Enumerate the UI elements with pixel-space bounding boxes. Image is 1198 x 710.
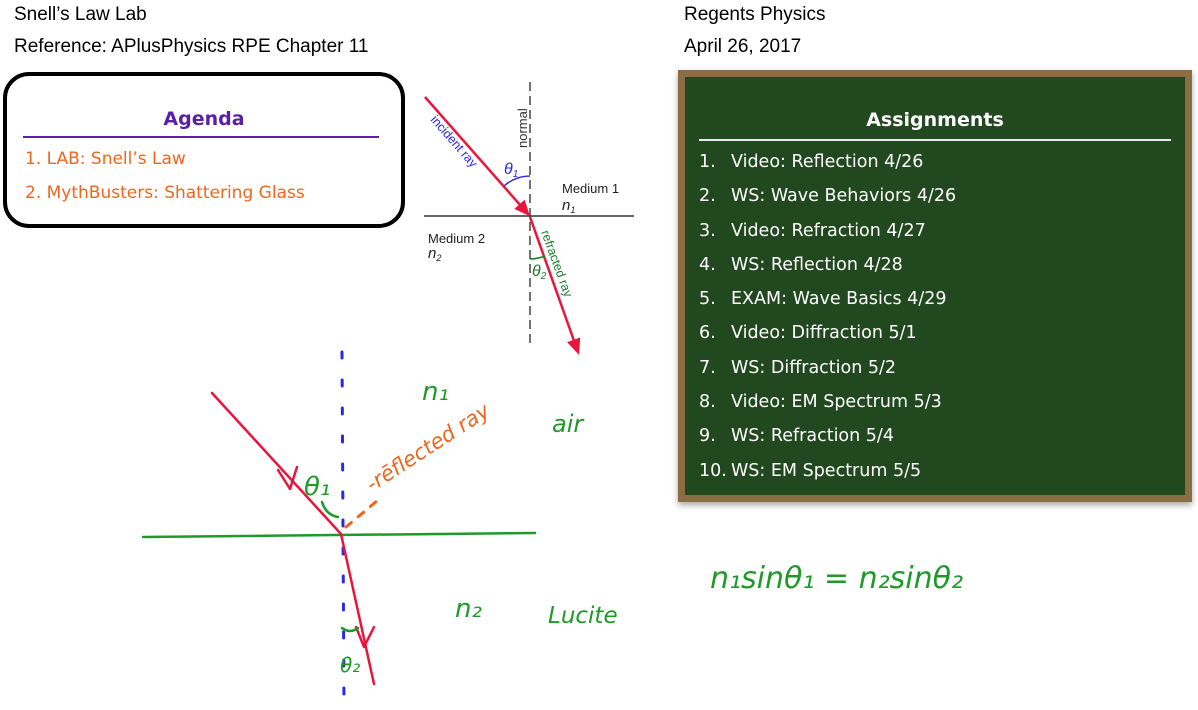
normal-label: normal bbox=[515, 108, 530, 148]
sketch-theta2-arc bbox=[340, 626, 360, 633]
agenda-box: Agenda 1. LAB: Snell’s Law 2. MythBuster… bbox=[3, 72, 405, 228]
date-text: April 26, 2017 bbox=[684, 36, 802, 57]
sketch-theta2-label: θ₂ bbox=[340, 653, 360, 677]
assignment-number: 1. bbox=[699, 152, 716, 172]
course-name: Regents Physics bbox=[684, 4, 826, 25]
assignment-item: 9. WS: Refraction 5/4 bbox=[699, 424, 956, 458]
assignment-number: 2. bbox=[699, 186, 716, 207]
agenda-item: 2. MythBusters: Shattering Glass bbox=[25, 183, 305, 203]
reference-text: Reference: APlusPhysics RPE Chapter 11 bbox=[14, 36, 369, 57]
assignment-item: 4. WS: Reflection 4/28 bbox=[699, 253, 956, 287]
assignment-text: WS: EM Spectrum 5/5 bbox=[731, 460, 922, 481]
n2-label: n2 bbox=[428, 245, 441, 263]
assignment-number: 9. bbox=[699, 426, 716, 447]
assignment-text: Video: Reflection 4/26 bbox=[731, 152, 924, 172]
assignment-number: 8. bbox=[699, 392, 716, 413]
assignment-text: Video: EM Spectrum 5/3 bbox=[731, 392, 942, 413]
assignment-item: 1. Video: Reflection 4/26 bbox=[699, 150, 956, 184]
theta2-label: θ2 bbox=[532, 263, 547, 282]
assignments-board: Assignments 1. Video: Reflection 4/26 2. W… bbox=[678, 70, 1192, 502]
sketch-reflected-ray bbox=[344, 498, 380, 529]
sketch-interface-line bbox=[141, 531, 537, 539]
snells-law-equation: n₁sinθ₁ = n₂sinθ₂ bbox=[710, 561, 963, 596]
lab-title: Snell’s Law Lab bbox=[14, 4, 147, 25]
theta2-arc bbox=[529, 255, 546, 260]
assignment-item: 5. EXAM: Wave Basics 4/29 bbox=[699, 287, 956, 321]
sketch-air-label: air bbox=[552, 410, 585, 438]
assignment-text: WS: Reflection 4/28 bbox=[731, 254, 903, 275]
theta2-subscript: 2 bbox=[540, 271, 547, 282]
assignments-divider bbox=[699, 139, 1171, 141]
theta1-subscript: 1 bbox=[513, 169, 519, 180]
refracted-ray bbox=[528, 216, 581, 355]
n1-symbol: n bbox=[562, 197, 570, 214]
sketch-normal-line bbox=[340, 350, 346, 708]
assignment-item: 2. WS: Wave Behaviors 4/26 bbox=[699, 184, 956, 218]
assignment-item: 3. Video: Refraction 4/27 bbox=[699, 219, 956, 253]
assignment-number: 6. bbox=[699, 323, 716, 344]
sketch-refracted-arrowhead bbox=[354, 625, 376, 649]
assignment-number: 5. bbox=[699, 289, 716, 310]
medium1-label: Medium 1 bbox=[562, 181, 619, 196]
assignment-item: 10.WS: EM Spectrum 5/5 bbox=[699, 459, 956, 493]
assignment-text: EXAM: Wave Basics 4/29 bbox=[731, 289, 947, 310]
assignment-text: Video: Refraction 4/27 bbox=[731, 220, 926, 241]
assignment-text: WS: Wave Behaviors 4/26 bbox=[731, 186, 957, 207]
agenda-divider bbox=[23, 136, 379, 138]
sketch-lucite-label: Lucite bbox=[548, 603, 618, 629]
sketch-n1-label: n₁ bbox=[422, 377, 449, 407]
assignments-list: 1. Video: Reflection 4/26 2. WS: Wave Beha… bbox=[699, 150, 956, 493]
assignment-text: WS: Refraction 5/4 bbox=[731, 426, 894, 447]
theta2-symbol: θ bbox=[532, 263, 541, 280]
sketch-incident-arrowhead bbox=[276, 465, 299, 491]
assignment-number: 4. bbox=[699, 254, 716, 275]
theta1-label: θ1 bbox=[504, 161, 518, 180]
incident-ray bbox=[424, 96, 530, 217]
assignment-text: Video: Diffraction 5/1 bbox=[731, 323, 917, 344]
sketch-theta1-label: θ₁ bbox=[304, 472, 330, 502]
sketch-refracted-ray bbox=[339, 532, 376, 686]
sketch-reflected-label: -rēflected ray bbox=[362, 398, 495, 496]
assignment-number: 7. bbox=[699, 357, 716, 378]
assignments-title: Assignments bbox=[866, 109, 1004, 131]
medium2-label: Medium 2 bbox=[428, 231, 485, 246]
assignment-item: 8. Video: EM Spectrum 5/3 bbox=[699, 390, 956, 424]
assignment-number: 3. bbox=[699, 220, 716, 241]
sketch-theta1-arc bbox=[320, 500, 340, 519]
sketch-incident-ray bbox=[210, 391, 343, 536]
n1-subscript: 1 bbox=[570, 205, 575, 215]
assignment-text: WS: Diffraction 5/2 bbox=[731, 357, 897, 378]
sketch-n2-label: n₂ bbox=[455, 594, 482, 624]
assignment-item: 7. WS: Diffraction 5/2 bbox=[699, 356, 956, 390]
agenda-title: Agenda bbox=[163, 108, 245, 130]
theta1-arc bbox=[503, 175, 531, 187]
agenda-item: 1. LAB: Snell’s Law bbox=[25, 149, 186, 169]
n1-label: n1 bbox=[562, 197, 575, 215]
theta1-symbol: θ bbox=[504, 161, 513, 178]
n2-subscript: 2 bbox=[435, 253, 441, 263]
n2-symbol: n bbox=[428, 245, 436, 262]
assignment-item: 6. Video: Diffraction 5/1 bbox=[699, 321, 956, 355]
assignment-number: 10. bbox=[699, 460, 727, 481]
